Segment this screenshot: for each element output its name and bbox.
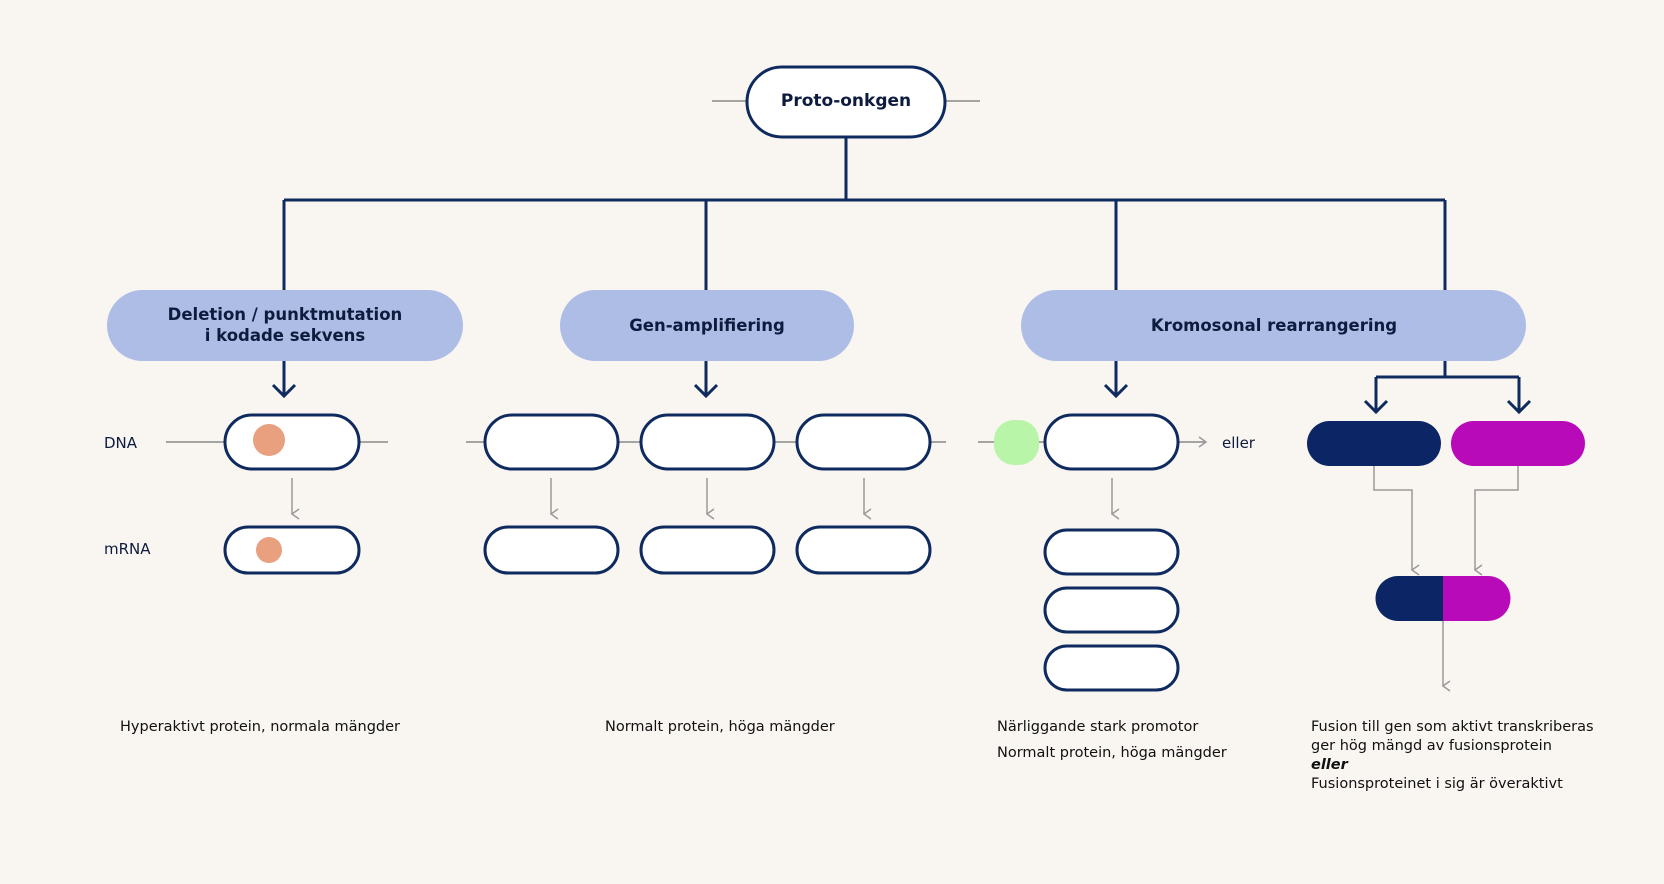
- mutation-dot-dna: [253, 424, 285, 456]
- category-rearrangement-label: Kromosonal rearrangering: [1151, 316, 1397, 335]
- mrna-box-promoter-1: [1043, 528, 1180, 576]
- navy-arrows: [271, 361, 1532, 415]
- gene-box-promoter: [1043, 413, 1180, 471]
- mrna-box-amplification-2: [639, 525, 776, 575]
- mrna-box-promoter-2: [1043, 586, 1180, 634]
- or-label: eller: [1222, 434, 1256, 452]
- mrna-box-amplification-3: [795, 525, 932, 575]
- mrna-box-promoter-3: [1043, 644, 1180, 692]
- row-label-dna: DNA: [104, 434, 138, 452]
- mrna-box-amplification-1: [483, 525, 620, 575]
- caption-deletion: Hyperaktivt protein, normala mängder: [120, 719, 400, 735]
- mutation-dot-mrna: [256, 537, 282, 563]
- category-amplification: [560, 290, 854, 361]
- gene-b-box: [1451, 421, 1585, 466]
- category-deletion: [107, 290, 463, 361]
- category-amplification-label: Gen-amplifiering: [629, 316, 785, 335]
- category-deletion-line-2: i kodade sekvens: [205, 326, 366, 345]
- mrna-box-deletion: [223, 525, 361, 575]
- grey-arrow-gene-a: [1373, 466, 1420, 576]
- category-rearrangement: [1021, 290, 1526, 361]
- caption-fusion-3: Fusionsproteinet i sig är överaktivt: [1311, 776, 1563, 792]
- gene-box-deletion: [223, 413, 361, 471]
- strong-promoter: [994, 420, 1039, 465]
- fusion-gene-left: [1375, 576, 1443, 621]
- gene-box-amplification-3: [795, 413, 932, 471]
- caption-fusion-or: eller: [1311, 757, 1349, 773]
- caption-promoter-1: Närliggande stark promotor: [997, 719, 1198, 735]
- caption-fusion-2: ger hög mängd av fusionsprotein: [1311, 738, 1552, 754]
- row-label-mrna: mRNA: [104, 540, 151, 558]
- fusion-gene-right: [1443, 576, 1511, 621]
- root-label: Proto-onkgen: [781, 91, 911, 111]
- caption-promoter-2: Normalt protein, höga mängder: [997, 745, 1227, 761]
- gene-box-amplification-1: [483, 413, 620, 471]
- tree-connectors: [282, 137, 1447, 290]
- gene-box-amplification-2: [639, 413, 776, 471]
- grey-arrow-gene-b: [1473, 466, 1519, 576]
- gene-a-box: [1307, 421, 1441, 466]
- caption-amplification: Normalt protein, höga mängder: [605, 719, 835, 735]
- caption-fusion-1: Fusion till gen som aktivt transkriberas: [1311, 719, 1594, 735]
- category-deletion-line-1: Deletion / punktmutation: [168, 305, 403, 324]
